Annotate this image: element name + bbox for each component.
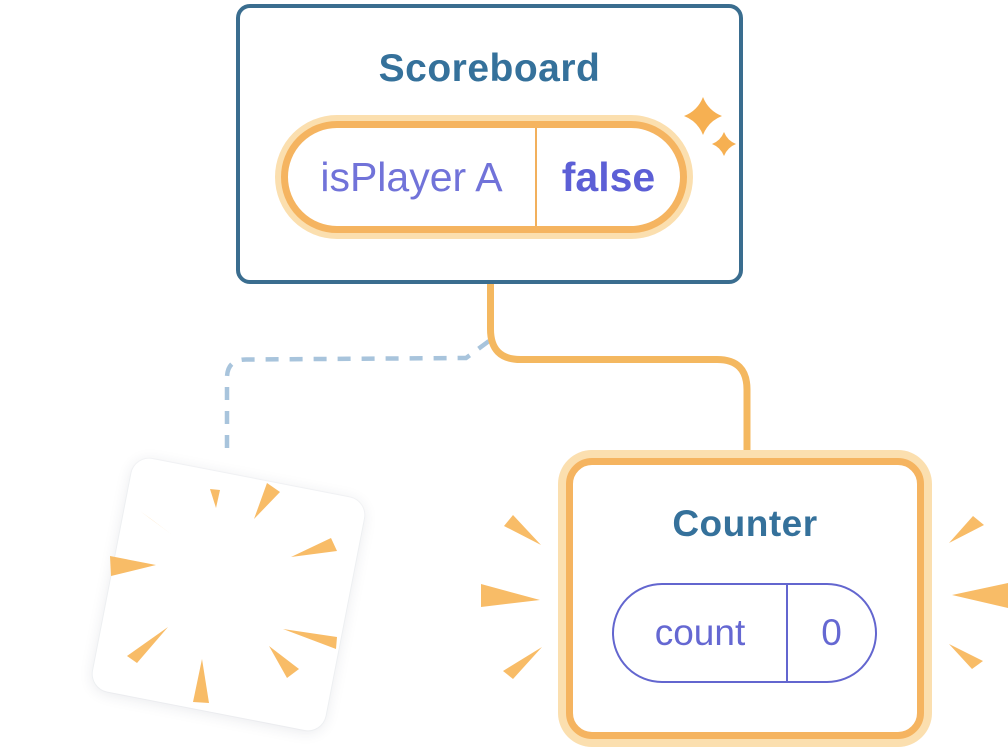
poof-burst-icon [110, 483, 337, 703]
count-value: 0 [821, 612, 842, 653]
counter-state-pill: count 0 [612, 583, 877, 683]
emphasis-burst-right-icon [949, 516, 1008, 669]
connector-dashed-line [224, 339, 491, 456]
counter-card: Counter count 0 [566, 458, 924, 739]
scoreboard-card: Scoreboard isPlayer A false [236, 4, 743, 284]
sparkle-icon [684, 97, 736, 156]
emphasis-burst-left-icon [481, 515, 542, 679]
connector-solid-line [487, 283, 751, 461]
scoreboard-title: Scoreboard [378, 47, 601, 90]
state-value: false [561, 153, 656, 200]
scoreboard-state-pill: isPlayer A false [281, 121, 687, 233]
counter-title: Counter [672, 503, 818, 544]
state-key: isPlayer A [288, 128, 537, 226]
count-key: count [614, 585, 788, 681]
